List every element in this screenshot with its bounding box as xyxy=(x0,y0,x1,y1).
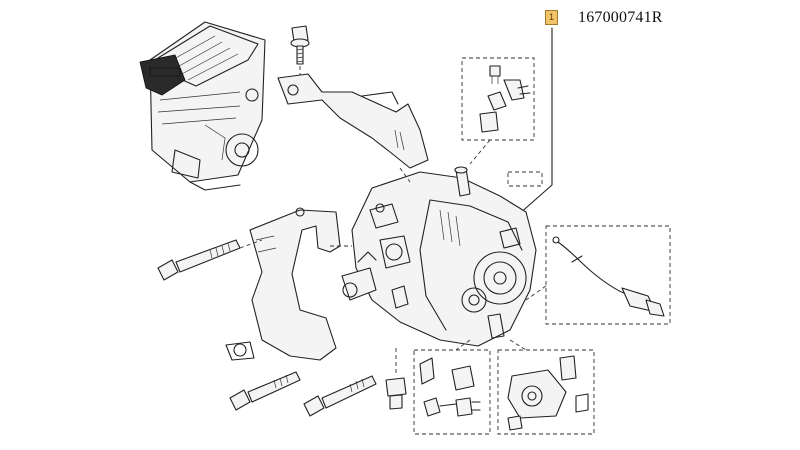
engine-thumbnail xyxy=(139,21,266,191)
fuel-union-pipe xyxy=(341,251,377,301)
high-pressure-pump xyxy=(351,166,537,347)
regulator-leader xyxy=(509,339,527,351)
drain-plug xyxy=(385,377,407,410)
pump-callout-box xyxy=(507,171,543,187)
temp-sensor-inset-parts xyxy=(419,357,481,417)
sensor-inset-leader xyxy=(469,139,491,165)
harness-inset-box xyxy=(545,225,671,325)
upper-bracket xyxy=(277,73,429,169)
long-bolt-lower-right xyxy=(303,375,377,417)
upper-bracket-to-pump-leader xyxy=(399,167,411,183)
lower-bracket xyxy=(225,207,341,361)
sensor-inset-box xyxy=(461,57,535,141)
top-bolt xyxy=(290,25,310,65)
temp-sensor-leader xyxy=(455,339,471,351)
part-number-label: 167000741R xyxy=(578,9,663,26)
marker-leader-line xyxy=(509,27,553,223)
long-bolt-upper xyxy=(157,239,241,281)
regulator-inset-box xyxy=(497,349,595,435)
long-bolt-lower-left xyxy=(229,371,301,411)
regulator-inset-parts xyxy=(507,355,589,431)
temp-sensor-inset-box xyxy=(413,349,491,435)
sensor-inset-parts xyxy=(479,65,531,133)
bolt-leader-1 xyxy=(239,239,263,249)
harness-inset-parts xyxy=(552,236,665,317)
reference-marker-badge[interactable]: 1 xyxy=(545,10,558,25)
